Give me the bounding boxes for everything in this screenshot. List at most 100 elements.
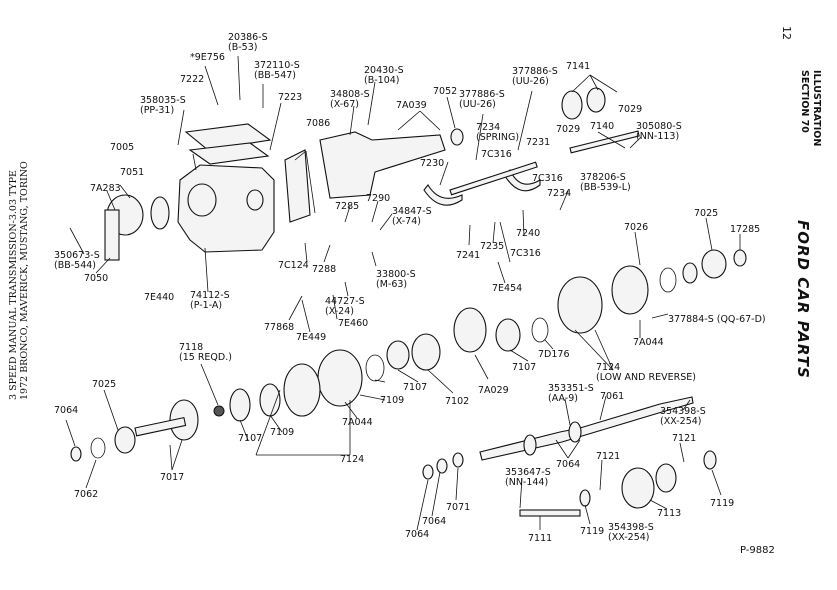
callout: 7102	[445, 396, 469, 407]
callout-line: 7231	[526, 137, 550, 148]
parts-artwork	[70, 87, 747, 517]
callout: 34808-S(X-67)	[330, 89, 370, 110]
callout: 7119	[580, 526, 604, 537]
callout: 372110-S(BB-547)	[254, 60, 300, 81]
callout-line: 7050	[84, 273, 108, 284]
extension-bushing	[450, 128, 464, 146]
callout-line: 7A044	[633, 337, 664, 348]
callout: 7064	[54, 405, 78, 416]
callout-line: 7E449	[296, 332, 326, 343]
callout-line: 7A029	[478, 385, 509, 396]
callout-line: 7140	[590, 121, 614, 132]
callout-line: (SPRING)	[476, 132, 519, 143]
callout: 7E460	[338, 318, 368, 329]
callout: 7029	[556, 124, 580, 135]
callout-line: 7064	[556, 459, 580, 470]
output-collar	[568, 421, 582, 443]
callout: 377886-S(UU-26)	[459, 89, 505, 110]
callout: 7121	[596, 451, 620, 462]
callout: 7086	[306, 118, 330, 129]
callout: 7109	[270, 427, 294, 438]
thrust-washer-rear	[703, 450, 717, 470]
callout-line: 7029	[556, 124, 580, 135]
callout: 7061	[600, 391, 624, 402]
callout: 7A044	[342, 417, 373, 428]
speedo-ring	[733, 249, 747, 267]
section-heading-line-2: SECTION 70	[799, 70, 810, 133]
callout: 7230	[420, 158, 444, 169]
callout-line: 7121	[672, 433, 696, 444]
callout-line: (XX-254)	[660, 416, 702, 427]
callout-line: 358035-S	[140, 95, 186, 106]
callout-line: 7029	[618, 104, 642, 115]
shift-fork-rear	[423, 184, 463, 206]
callout: 7C124	[278, 260, 309, 271]
callout-line: 7107	[238, 433, 262, 444]
callout-line: 7113	[657, 508, 681, 519]
callout-line: 7017	[160, 472, 184, 483]
snap-ring-7109	[365, 354, 385, 382]
callout-line: 7E440	[144, 292, 174, 303]
callout: 34847-S(X-74)	[392, 206, 432, 227]
callout: 377884-S (QQ-67-D)	[668, 314, 766, 325]
section-heading-line-1: ILLUSTRATION	[811, 70, 822, 147]
retainer-gasket	[150, 196, 170, 230]
callout: 305080-S(NN-113)	[636, 121, 682, 142]
callout: 7A039	[396, 100, 427, 111]
callout: 7071	[446, 502, 470, 513]
blocking-ring-4	[229, 388, 251, 422]
callout-line: (BB-547)	[254, 70, 296, 81]
synchro-sleeve	[283, 363, 321, 417]
callout-line: 7288	[312, 264, 336, 275]
callout-line: 20386-S	[228, 32, 268, 43]
callout: 350673-S(BB-544)	[54, 250, 100, 271]
callout-line: 7071	[446, 502, 470, 513]
callout: 7025	[694, 208, 718, 219]
callout: 74112-S(P-1-A)	[190, 290, 230, 311]
callout-line: 7124	[340, 454, 364, 465]
callout-line: (B-53)	[228, 42, 257, 53]
callout-line: 7025	[92, 379, 116, 390]
page-number: 12	[780, 26, 793, 40]
callout: 358035-S(PP-31)	[140, 95, 186, 116]
callout-line: 20430-S	[364, 65, 404, 76]
rear-bearing	[701, 249, 727, 279]
callout-line: (B-104)	[364, 75, 400, 86]
callout-line: (X-24)	[325, 306, 354, 317]
snap-ring-7d176	[531, 317, 549, 343]
callout: 7121	[672, 433, 696, 444]
callout-line: (XX-254)	[608, 532, 650, 543]
callout: *9E756	[190, 52, 225, 63]
callout: 7064	[405, 529, 429, 540]
caption-line-2: 1972 BRONCO, MAVERICK, MUSTANG, TORINO	[19, 161, 30, 400]
snap-ring-7026	[659, 267, 677, 293]
callout-line: 7C316	[510, 248, 541, 259]
rear-bearing-ring	[682, 262, 698, 284]
callout-line: 7026	[624, 222, 648, 233]
callout-line: 7222	[180, 74, 204, 85]
callout-line: (PP-31)	[140, 105, 174, 116]
extension-gasket	[284, 149, 311, 223]
callout: 7C316	[532, 173, 563, 184]
leader-lines	[65, 55, 741, 531]
callout-line: 7E460	[338, 318, 368, 329]
callout: 7D176	[538, 349, 570, 360]
callout: 7141	[566, 61, 590, 72]
extension-housing	[319, 131, 446, 199]
input-bearing	[114, 426, 136, 454]
blocking-ring	[495, 318, 521, 352]
shift-fork-front	[504, 168, 541, 192]
case-bearing-bore	[187, 183, 217, 217]
thrust-washer-front	[579, 489, 591, 507]
callout: 7113	[657, 508, 681, 519]
section-heading: ILLUSTRATION SECTION 70	[798, 70, 822, 146]
callout-line: 33800-S	[376, 269, 416, 280]
callout: 7A283	[90, 183, 121, 194]
callout-line: 7A283	[90, 183, 121, 194]
callout: 7050	[84, 273, 108, 284]
callout-line: (LOW AND REVERSE)	[596, 372, 696, 383]
washer-1	[422, 464, 434, 480]
second-third-synchro	[317, 349, 363, 407]
callout-line: 378206-S	[580, 172, 626, 183]
callout: 7140	[590, 121, 614, 132]
